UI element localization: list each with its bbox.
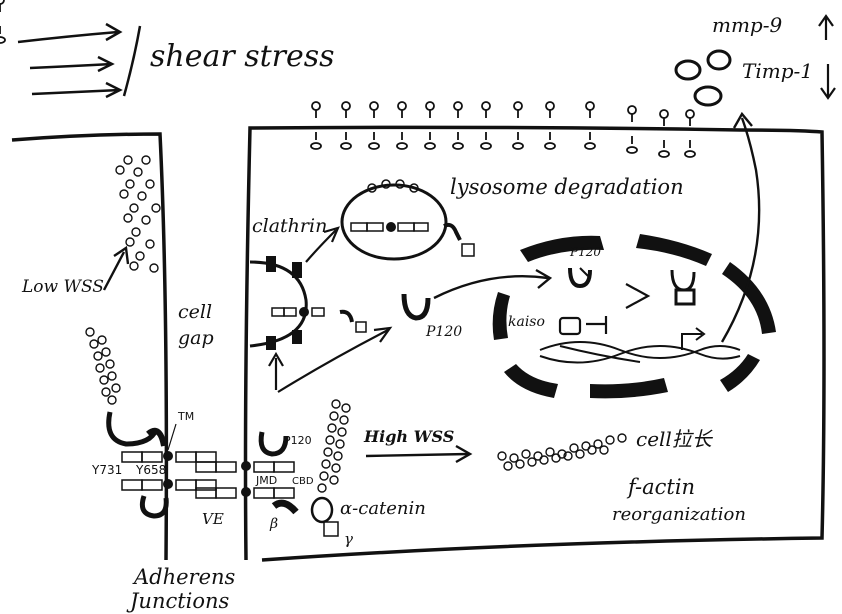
left-junction-complex [106,411,217,519]
p120-kaiso-complex-icon [670,269,696,306]
y731-label: Y731 [91,463,122,477]
cbd-label: CBD [292,476,314,487]
actin-chain-left [85,327,121,405]
right-junction-complex [195,431,339,537]
nuclear-arrow [625,283,651,309]
cell-elongation-label: cell拉长 [636,427,714,451]
left-cell-membrane [11,132,169,561]
mmp9-up-arrow [818,14,834,40]
actin-filament-bundle [115,155,161,273]
lysosome-label: lysosome degradation [450,175,684,199]
tm-pointer [167,423,177,451]
alpha-catenin-label: α-catenin [340,498,426,519]
jmd-label: JMD [255,474,277,487]
clathrin-label: clathrin [252,215,327,237]
clathrin-pit [249,256,367,350]
secreted-vesicles [674,49,732,107]
lysosome [340,179,475,261]
cell-gap-label-line1: cell [178,301,212,323]
y658-label: Y658 [135,463,166,477]
p120-nuclear-icon [568,267,592,289]
membrane-receptors [0,0,696,158]
adherens-junctions-label-line1: Adherens [132,565,236,589]
gamma-catenin-label: γ [344,530,353,548]
high-wss-arrow [365,444,473,464]
low-wss-label: Low WSS [21,277,104,297]
shear-stress-arrows [17,22,142,99]
p120-free-icon [401,293,431,321]
secretion-arrow [720,111,761,343]
p120-bottom-label: P120 [284,434,312,447]
right-cell-membrane [243,125,826,562]
high-wss-label: High WSS [363,427,454,446]
mmp9-label: mmp-9 [712,13,782,37]
f-actin-bundle [497,433,627,471]
actin-chain-right [317,399,351,493]
adherens-junctions-label-line2: Junctions [126,589,230,613]
timp1-label: Timp-1 [742,59,813,83]
f-actin-label: f-actin [626,475,695,499]
p120-top-label: P120 [569,245,601,259]
timp1-down-arrow [820,64,836,100]
kaiso-label: kaiso [508,314,545,330]
nucleus-envelope [492,234,776,399]
transcription-start-arrow [681,327,706,350]
cell-gap-label-line2: gap [178,327,214,349]
f-actin-reorganization-label: reorganization [612,504,746,525]
low-wss-arrow [102,245,130,291]
dna-double-helix [539,341,741,364]
p120-mid-label: P120 [425,324,462,340]
endocytosis-arrows [268,226,393,393]
kaiso-repressor [558,316,608,336]
beta-catenin-label: β [269,516,278,532]
shear-stress-label: shear stress [150,39,335,74]
tm-label: TM [177,410,194,423]
nuclear-entry-arrow [433,268,553,300]
ve-cadherin-label: VE [202,510,224,528]
